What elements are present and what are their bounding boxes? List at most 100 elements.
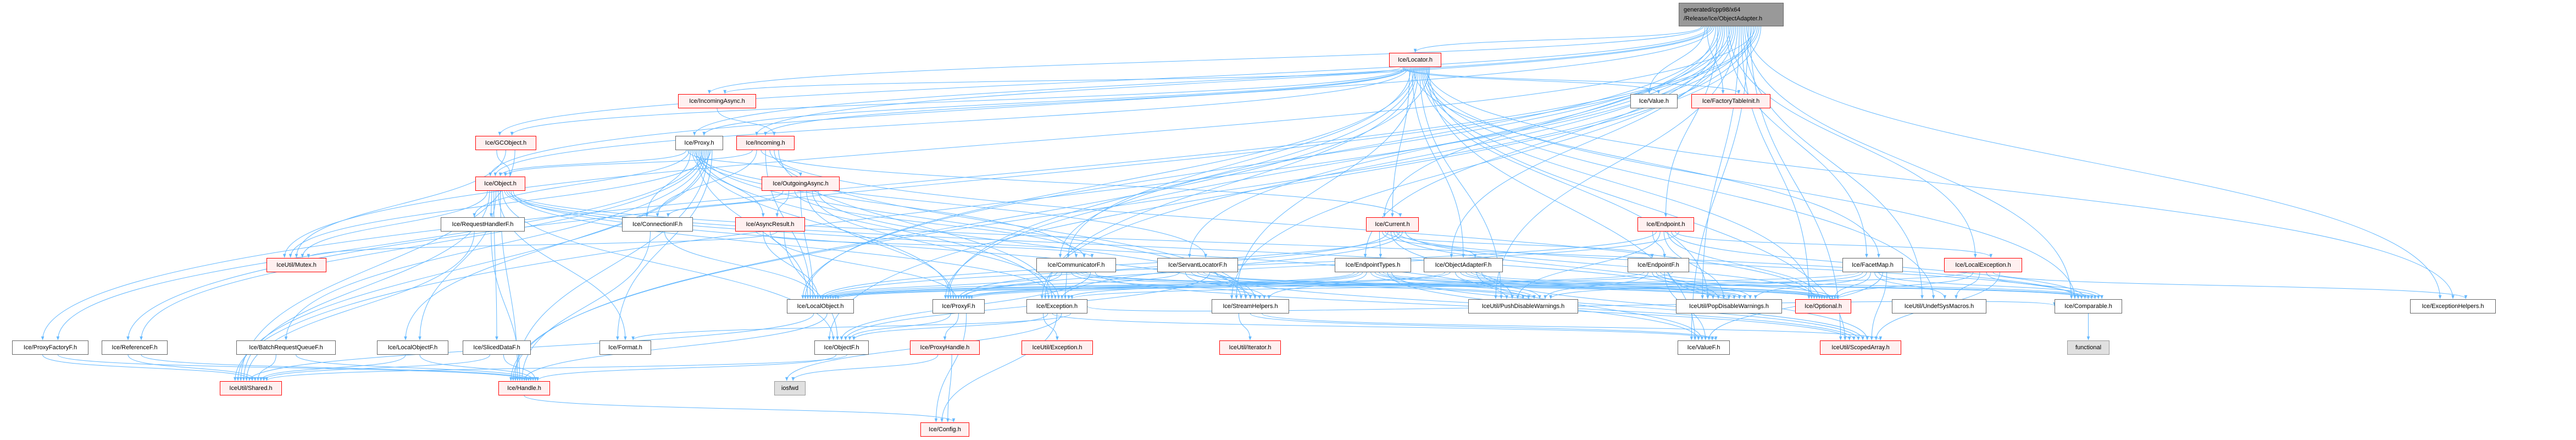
dependency-edge [513, 190, 1252, 299]
node-referencef-h[interactable]: Ice/ReferenceF.h [102, 340, 168, 355]
dependency-edge [1728, 26, 1977, 258]
dependency-edge [1402, 67, 1661, 94]
dependency-edge [1741, 26, 1811, 299]
node-localobject-h[interactable]: Ice/LocalObject.h [787, 299, 854, 314]
dependency-edge [1833, 272, 1871, 299]
node-iceutil-shared-h[interactable]: IceUtil/Shared.h [220, 381, 282, 395]
dependency-edge [1874, 272, 1947, 299]
dependency-edge [791, 354, 939, 381]
dependency-edge [1450, 26, 1725, 258]
dependency-edge [239, 150, 515, 381]
dependency-edge [234, 26, 1752, 381]
dependency-edge [1425, 67, 2455, 299]
dependency-edge [1836, 272, 1974, 299]
dependency-edge [967, 272, 1451, 299]
dependency-edge [42, 354, 254, 381]
dependency-edge [940, 313, 1057, 422]
node-communicatorf-h[interactable]: Ice/CommunicatorF.h [1036, 258, 1116, 272]
dependency-edge [57, 354, 528, 381]
node-incoming-h[interactable]: Ice/Incoming.h [736, 136, 795, 150]
dependency-edge [262, 354, 491, 381]
dependency-edge [419, 354, 535, 381]
node-factorytableinit-h[interactable]: Ice/FactoryTableInit.h [1691, 94, 1770, 108]
dependency-edge [1986, 272, 2103, 299]
dependency-edge [1238, 313, 1252, 340]
dependency-edge [1481, 272, 1864, 340]
node-endpointf-h[interactable]: Ice/EndpointF.h [1628, 258, 1689, 272]
dependency-edge [763, 231, 820, 299]
node-exception-h[interactable]: Ice/Exception.h [1026, 299, 1087, 314]
dependency-edge [821, 231, 1657, 299]
node-value-h[interactable]: Ice/Value.h [1630, 94, 1678, 108]
dependency-edge [691, 150, 765, 217]
node-optional-h[interactable]: Ice/Optional.h [1795, 299, 1851, 314]
dependency-edge [498, 26, 1709, 136]
node-iceutil-scopedarray-h[interactable]: IceUtil/ScopedArray.h [1820, 340, 1901, 355]
dependency-edge [934, 313, 967, 422]
node-objectf-h[interactable]: Ice/ObjectF.h [814, 340, 869, 355]
node-exceptionhelpers-h[interactable]: Ice/ExceptionHelpers.h [2410, 299, 2496, 314]
dependency-edge [1494, 26, 1738, 299]
node-localexception-h[interactable]: Ice/LocalException.h [1944, 258, 2022, 272]
node-asyncresult-h[interactable]: Ice/AsyncResult.h [735, 217, 805, 232]
dependency-edge [645, 150, 691, 217]
dependency-edge [1744, 26, 2073, 299]
node-proxyf-h[interactable]: Ice/ProxyF.h [932, 299, 985, 314]
node-handle-h[interactable]: Ice/Handle.h [498, 381, 550, 395]
dependency-edge [775, 190, 790, 217]
node-iosfwd: iosfwd [774, 381, 806, 395]
node-endpoint-h[interactable]: Ice/Endpoint.h [1637, 217, 1694, 232]
dependency-edge [536, 354, 837, 381]
dependency-edge [127, 354, 257, 381]
dependency-edge [1403, 67, 1741, 94]
dependency-edge [824, 272, 1058, 299]
dependency-edge [265, 354, 847, 381]
node-gcobject-h[interactable]: Ice/GCObject.h [475, 136, 536, 150]
dependency-edge [756, 231, 1094, 258]
node-iceutil-pushdisablewarnings-h[interactable]: IceUtil/PushDisableWarnings.h [1468, 299, 1578, 314]
node-current-h[interactable]: Ice/Current.h [1366, 217, 1419, 232]
dependency-edge [1675, 231, 1992, 258]
dependency-edge [1391, 67, 1410, 217]
dependency-edge [943, 26, 1733, 299]
node-outgoingasync-h[interactable]: Ice/OutgoingAsync.h [762, 177, 840, 191]
node-config-h[interactable]: Ice/Config.h [920, 422, 969, 437]
node-proxyfactoryf-h[interactable]: Ice/ProxyFactoryF.h [12, 340, 88, 355]
node-comparable-h[interactable]: Ice/Comparable.h [2055, 299, 2122, 314]
node-sliceddataf-h[interactable]: Ice/SlicedDataF.h [463, 340, 531, 355]
node-objectadapterf-h[interactable]: Ice/ObjectAdapterF.h [1424, 258, 1503, 272]
dependency-edge [56, 150, 703, 340]
node-locator-h[interactable]: Ice/Locator.h [1389, 53, 1441, 67]
node-iceutil-undefsysmacros-h[interactable]: IceUtil/UndefSysMacros.h [1892, 299, 1986, 314]
node-iceutil-iterator-h[interactable]: IceUtil/Iterator.h [1219, 340, 1281, 355]
dependency-edge [1660, 272, 2097, 299]
node-iceutil-mutex-h[interactable]: IceUtil/Mutex.h [267, 258, 326, 272]
node-functional: functional [2067, 340, 2109, 355]
dependency-edge [307, 231, 778, 258]
node-requesthandlerf-h[interactable]: Ice/RequestHandlerF.h [441, 217, 525, 232]
dependency-edge [506, 190, 1715, 299]
node-iceutil-popdisablewarnings-h[interactable]: IceUtil/PopDisableWarnings.h [1676, 299, 1782, 314]
node-batchrequestqueuef-h[interactable]: Ice/BatchRequestQueueF.h [236, 340, 336, 355]
node-endpointtypes-h[interactable]: Ice/EndpointTypes.h [1335, 258, 1411, 272]
node-proxy-h[interactable]: Ice/Proxy.h [675, 136, 723, 150]
dependency-edge [794, 190, 1086, 258]
dependency-edge [284, 150, 706, 340]
node-proxyhandle-h[interactable]: Ice/ProxyHandle.h [910, 340, 980, 355]
dependency-edge [1992, 272, 2468, 299]
node-valuef-h[interactable]: Ice/ValueF.h [1678, 340, 1730, 355]
node-localobjectf-h[interactable]: Ice/LocalObjectF.h [377, 340, 448, 355]
node-format-h[interactable]: Ice/Format.h [599, 340, 651, 355]
dependency-edge [282, 26, 1756, 258]
node-facetmap-h[interactable]: Ice/FacetMap.h [1842, 258, 1903, 272]
node-streamhelpers-h[interactable]: Ice/StreamHelpers.h [1212, 299, 1289, 314]
node-incomingasync-h[interactable]: Ice/IncomingAsync.h [678, 94, 756, 108]
node-object-h[interactable]: Ice/Object.h [475, 177, 525, 191]
node-servantlocatorf-h[interactable]: Ice/ServantLocatorF.h [1157, 258, 1238, 272]
node-iceutil-exception-h[interactable]: IceUtil/Exception.h [1021, 340, 1093, 355]
dependency-edge [1419, 67, 1503, 299]
dependency-edge [256, 354, 276, 381]
node-connectionif-h[interactable]: Ice/ConnectionIF.h [622, 217, 693, 232]
dependency-edge [852, 313, 1048, 340]
